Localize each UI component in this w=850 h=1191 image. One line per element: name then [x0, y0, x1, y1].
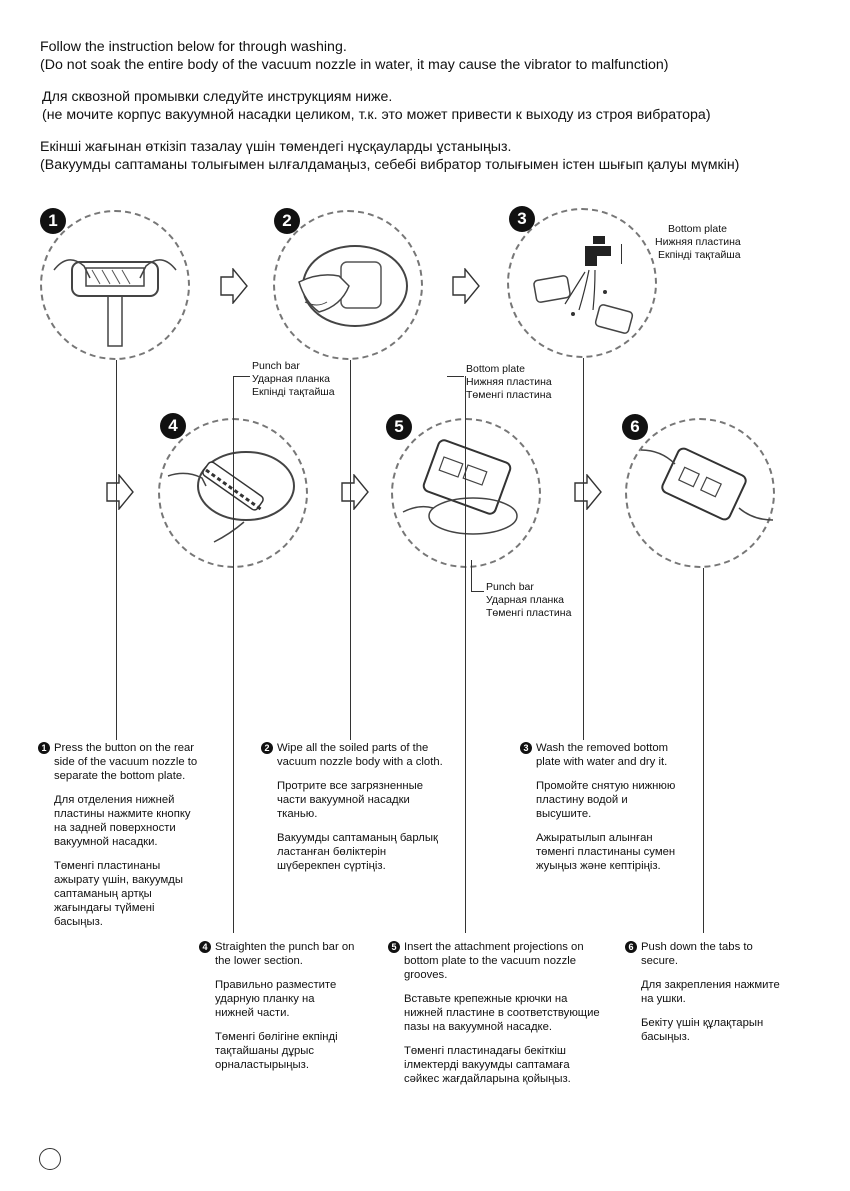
- step3-ru: Промойте снятую нижнюю пластину водой и …: [536, 780, 676, 820]
- step1-en: Press the button on the rear side of the…: [54, 742, 198, 782]
- step-number-3: 3: [509, 206, 535, 232]
- step1-kk: Төменгі пластинаны ажырату үшін, вакуумд…: [54, 860, 183, 928]
- leader-line: [471, 560, 472, 591]
- leader-line-step2: [350, 360, 351, 740]
- intro-kk-line1: Екінші жағынан өткізіп тазалау үшін төме…: [40, 139, 512, 155]
- illustration-step3: [507, 208, 657, 358]
- step5-description: 5 Insert the attachment projections on bo…: [388, 940, 604, 1096]
- step5-ru: Вставьте крепежные крючки на нижней плас…: [404, 993, 600, 1033]
- intro-en-line1: Follow the instruction below for through…: [40, 39, 347, 55]
- step5-en: Insert the attachment projections on bot…: [404, 941, 584, 981]
- label-line: Ударная планка: [486, 594, 565, 606]
- arrow-right-icon: [106, 474, 134, 510]
- label-bottom-plate-5: Bottom plate Нижняя пластина Төменгі пла…: [466, 363, 552, 402]
- step3-en: Wash the removed bottom plate with water…: [536, 742, 669, 768]
- step-number-5: 5: [386, 414, 412, 440]
- leader-line: [447, 376, 464, 377]
- step-badge-4: 4: [199, 941, 211, 953]
- step-number-1: 1: [40, 208, 66, 234]
- step-badge-1: 1: [38, 742, 50, 754]
- label-line: Екпінді тақтайша: [252, 386, 335, 398]
- step-badge-5: 5: [388, 941, 400, 953]
- push-tabs-icon: [640, 447, 773, 521]
- step-badge-3: 3: [520, 742, 532, 754]
- leader-line-step4: [233, 376, 234, 933]
- step5-kk: Төменгі пластинадағы бекіткіш ілмектерді…: [404, 1045, 571, 1085]
- step6-en: Push down the tabs to secure.: [641, 941, 753, 967]
- step6-description: 6 Push down the tabs to secure. Для закре…: [625, 940, 791, 1054]
- illustration-step1: [40, 210, 190, 360]
- leader-line: [471, 591, 484, 592]
- label-punch-bar-4: Punch bar Ударная планка Екпінді тақтайш…: [252, 360, 335, 399]
- nozzle-press-button-icon: [53, 259, 177, 347]
- label-line: Punch bar: [486, 581, 534, 593]
- step2-description: 2 Wipe all the soiled parts of the vacuum…: [261, 741, 452, 883]
- step2-kk: Вакуумды саптаманың барлық ластанған бөл…: [277, 832, 438, 872]
- label-line: Ударная планка: [252, 373, 331, 385]
- step-number-4: 4: [160, 413, 186, 439]
- step-number-6: 6: [622, 414, 648, 440]
- faucet-water-icon: [533, 236, 634, 334]
- arrow-right-icon: [452, 268, 480, 304]
- intro-kazakh: Екінші жағынан өткізіп тазалау үшін төме…: [40, 138, 739, 174]
- label-line: Punch bar: [252, 360, 300, 372]
- leader-line: [621, 244, 622, 264]
- label-line: Төменгі пластина: [466, 389, 552, 401]
- step6-ru: Для закрепления нажмите на ушки.: [641, 979, 780, 1005]
- label-line: Bottom plate: [466, 363, 525, 375]
- step4-kk: Төменгі бөлігіне екпінді тақтайшаны дұры…: [215, 1031, 338, 1071]
- leader-line: [233, 376, 250, 377]
- label-punch-bar-5: Punch bar Ударная планка Төменгі пластин…: [486, 581, 571, 620]
- intro-en-line2: (Do not soak the entire body of the vacu…: [40, 57, 669, 73]
- step1-ru: Для отделения нижней пластины нажмите кн…: [54, 794, 191, 848]
- label-line: Нижняя пластина: [655, 236, 741, 248]
- intro-ru-line2: (не мочите корпус вакуумной насадки цели…: [42, 107, 711, 123]
- illustration-step2: [273, 210, 423, 360]
- label-line: Нижняя пластина: [466, 376, 552, 388]
- leader-line-step5: [465, 376, 466, 933]
- label-line: Екпінді тақтайша: [658, 249, 741, 261]
- page-number-circle: [39, 1148, 61, 1170]
- step3-description: 3 Wash the removed bottom plate with wate…: [520, 741, 676, 883]
- intro-russian: Для сквозной промывки следуйте инструкци…: [42, 88, 711, 124]
- intro-ru-line1: Для сквозной промывки следуйте инструкци…: [42, 89, 393, 105]
- leader-line-step6: [703, 568, 704, 933]
- step2-ru: Протрите все загрязненные части вакуумно…: [277, 780, 424, 820]
- label-line: Төменгі пластина: [486, 607, 572, 619]
- cloth-wipe-icon: [298, 245, 408, 327]
- intro-kk-line2: (Вакуумды саптаманы толығымен ылғалдамаң…: [40, 157, 740, 173]
- intro-english: Follow the instruction below for through…: [40, 38, 669, 74]
- step4-description: 4 Straighten the punch bar on the lower s…: [199, 940, 355, 1082]
- bottom-plate-insert-icon: [402, 439, 518, 535]
- step2-en: Wipe all the soiled parts of the vacuum …: [277, 742, 443, 768]
- illustration-step5: [391, 418, 541, 568]
- arrow-right-icon: [220, 268, 248, 304]
- leader-line-step1: [116, 360, 117, 740]
- step1-description: 1 Press the button on the rear side of th…: [38, 741, 199, 939]
- step-badge-2: 2: [261, 742, 273, 754]
- step4-en: Straighten the punch bar on the lower se…: [215, 941, 355, 967]
- illustration-step6: [625, 418, 775, 568]
- step6-kk: Бекіту үшін құлақтарын басыңыз.: [641, 1017, 764, 1043]
- arrow-right-icon: [341, 474, 369, 510]
- step3-kk: Ажыратылып алынған төменгі пластинаны су…: [536, 832, 676, 872]
- leader-line-step3: [583, 358, 584, 740]
- arrow-right-icon: [574, 474, 602, 510]
- step4-ru: Правильно разместите ударную планку на н…: [215, 979, 337, 1019]
- step-number-2: 2: [274, 208, 300, 234]
- label-bottom-plate-3: Bottom plate Нижняя пластина Екпінді тақ…: [655, 223, 741, 262]
- step-badge-6: 6: [625, 941, 637, 953]
- label-line: Bottom plate: [668, 223, 727, 235]
